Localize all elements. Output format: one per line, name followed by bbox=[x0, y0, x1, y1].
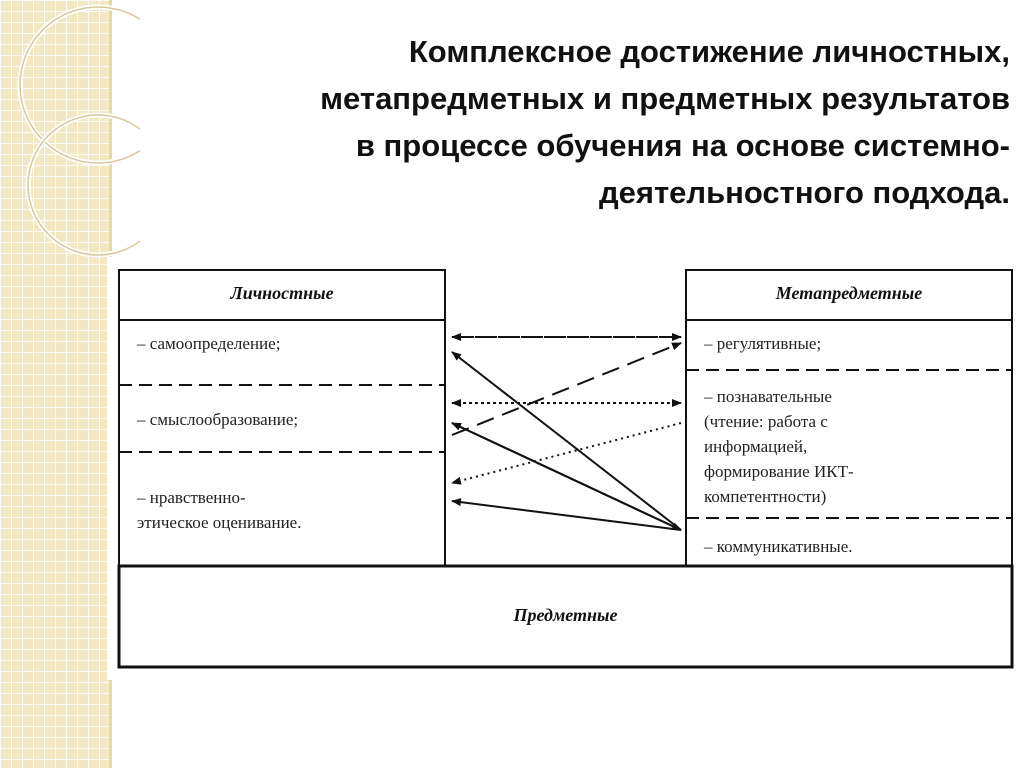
meta-item-regulatory: – регулятивные; bbox=[704, 334, 822, 353]
results-diagram: Личностные – самоопределение; – смыслооб… bbox=[107, 257, 1024, 680]
meta-item-communicative: – коммуникативные. bbox=[704, 537, 853, 556]
diagram-lines bbox=[117, 269, 1014, 669]
personal-item-self-determination: – самоопределение; bbox=[137, 334, 281, 353]
personal-item-meaning-making: – смыслообразование; bbox=[137, 410, 299, 429]
title-line-4: деятельностного подхода. bbox=[598, 175, 1010, 210]
personal-header: Личностные bbox=[230, 283, 334, 303]
meta-header: Метапредметные bbox=[775, 283, 923, 303]
decorative-rings bbox=[17, 4, 140, 258]
title-line-1: Комплексное достижение личностных, bbox=[408, 34, 1010, 69]
title-line-3: в процессе обучения на основе системно- bbox=[355, 128, 1010, 163]
slide-title: Комплексное достижение личностных, метап… bbox=[110, 28, 1010, 216]
subject-box bbox=[117, 564, 1014, 669]
meta-cognitive-line-2: (чтение: работа с bbox=[704, 412, 828, 431]
meta-cognitive-line-3: информацией, bbox=[704, 437, 808, 456]
meta-cognitive-line-1: – познавательные bbox=[704, 387, 832, 406]
meta-item-cognitive: – познавательные (чтение: работа с инфор… bbox=[704, 384, 854, 509]
meta-cognitive-line-5: компетентности) bbox=[704, 487, 827, 506]
subject-header: Предметные bbox=[513, 605, 618, 625]
personal-item-moral-line-1: – нравственно- bbox=[137, 488, 246, 507]
personal-item-moral-line-2: этическое оценивание. bbox=[137, 513, 302, 532]
title-line-2: метапредметных и предметных результатов bbox=[320, 81, 1010, 116]
personal-item-moral-ethical: – нравственно- этическое оценивание. bbox=[137, 485, 301, 535]
meta-cognitive-line-4: формирование ИКТ- bbox=[704, 462, 854, 481]
